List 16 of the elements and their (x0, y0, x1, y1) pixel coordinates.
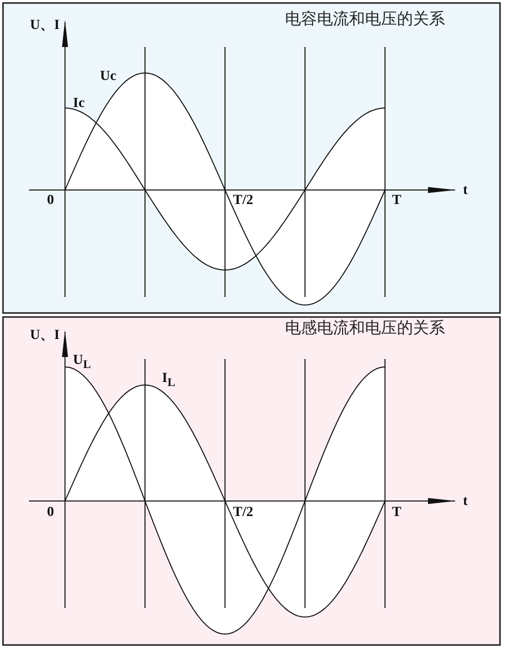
tick-label: 0 (47, 506, 54, 520)
curve-label: Ic (73, 97, 85, 111)
panel-title: 电感电流和电压的关系 (285, 320, 445, 336)
tick-label: 0 (47, 194, 54, 208)
curve-label: U$_{L}$ (73, 354, 91, 370)
panel-title: 电容电流和电压的关系 (285, 11, 445, 27)
curve-label: I$_{L}$ (162, 372, 176, 388)
tick-label: T (392, 506, 402, 520)
axis-label: U、I (30, 329, 60, 343)
tick-label: T/2 (233, 506, 254, 520)
tick-label: T/2 (233, 194, 254, 208)
tick-label: T (392, 194, 402, 208)
axis-label: U、I (30, 19, 60, 33)
curve-label: Uc (100, 70, 116, 84)
axis-label: t (463, 495, 468, 509)
axis-label: t (463, 184, 468, 198)
